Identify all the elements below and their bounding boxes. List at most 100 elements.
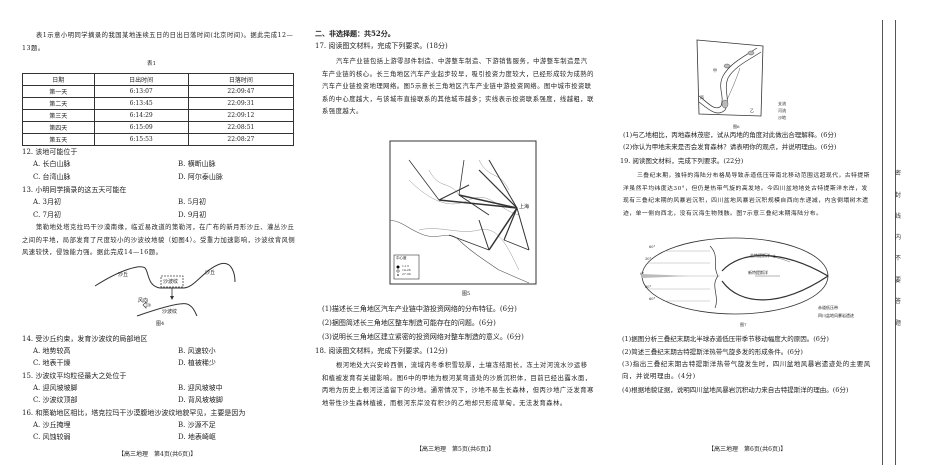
fig7-caption: 图7 [740, 322, 747, 327]
passage-18: 根河地处大兴安岭西侧，流域内冬季积雪较厚，土壤冻结期长，冻土对河流水沙运移和植被… [322, 362, 594, 407]
fig6-legend-item: 河流 [778, 108, 786, 113]
q19-part-1: (1)据图分析三叠纪末期北半球赤道低压带季节移动幅度大的原因。(6分) [622, 335, 829, 343]
table-row: 第五天 6:15:53 22:08:27 [22, 133, 295, 146]
fig4-label-dune-right: 沙丘 [205, 270, 216, 276]
fig6-label-jia: 甲 [713, 68, 717, 73]
fig6-label-bing: 丙 [700, 95, 704, 100]
question-14-stem: 14. 受沙丘约束，发育沙波纹的局部地区 [22, 335, 148, 343]
fig4-label-wind: 风向 [138, 298, 149, 304]
q14-option-a: A. 地势较高 [33, 347, 71, 355]
fig5-legend-item: 14-26 [402, 268, 411, 272]
table-row: 第一天 6:13:07 22:09:47 [22, 85, 295, 98]
q12-option-a: A. 长白山脉 [33, 160, 71, 168]
q19-part-2: (2)简述三叠纪末期古特提斯洋热带气旋多发的形成条件。(6分) [622, 348, 803, 356]
table-cell: 第三天 [22, 109, 95, 122]
table-cell: 第四天 [22, 121, 95, 134]
figure-5-investment-network-map [389, 140, 537, 285]
exam-page-5: 二、非选择题：共52分。 17. 阅读图文材料，完成下列要求。(18分) 汽车产… [312, 0, 617, 470]
passage-19: 三叠纪末期，独特的海陆分布格局导致赤道低压带南北移动范围远超现代，古特提斯洋虽然… [623, 173, 870, 217]
fig6-legend-item: 沙地 [778, 115, 786, 120]
fig5-legend-item: 27-39 [402, 272, 411, 276]
table-row: 第二天 6:13:45 22:09:31 [22, 97, 295, 110]
fig6-legend-item: 支流 [778, 101, 786, 106]
q19-part-4: (4)根据地貌证据，说明四川盆地风暴岩沉积动力来自古特提斯洋的理由。(6分) [622, 386, 849, 394]
q14-option-b: B. 风速较小 [178, 347, 216, 355]
q12-option-b: B. 横断山脉 [178, 160, 216, 168]
table1-intro: 表1示意小明同学摘录的我国某地连续五日的日出日落时间(北京时间)。据此完成12—… [22, 32, 294, 52]
table-cell: 22:08:51 [187, 121, 295, 134]
fig7-label-neo-tethys: 新特提斯洋 [748, 270, 768, 275]
table-cell: 第五天 [22, 133, 95, 146]
fig4-label-ripple-box: 沙波纹 [163, 279, 179, 285]
figure-4-sand-ripple-diagram [94, 262, 236, 317]
question-15-stem: 15. 沙波纹平均粒径最大之处位于 [22, 372, 127, 380]
q15-option-b: B. 迎风坡坡中 [178, 384, 223, 392]
sunrise-sunset-table: 日期 日出时间 日落时间 第一天 6:13:07 22:09:47 第二天 6:… [22, 73, 295, 146]
section-2-heading: 二、非选择题：共52分。 [315, 29, 395, 38]
question-16-stem: 16. 和策勒地区相比，塔克拉玛干沙漠腹地沙波纹地貌罕见，主要是因为 [22, 409, 246, 417]
table-cell: 22:09:47 [187, 85, 295, 98]
fig7-lat-label: 30° [645, 285, 652, 289]
fig7-legend-item: 四川盆地风暴岩遗迹 [818, 313, 854, 318]
question-18-stem: 18. 阅读图文材料，完成下列要求。(12分) [315, 347, 448, 355]
q18-part-2: (2)你认为甲地未来是否会发育森林？请表明你的观点，并说明理由。(6分) [623, 143, 837, 151]
table-cell: 6:15:53 [93, 133, 189, 146]
table-header: 日期 [22, 73, 95, 86]
table-cell: 第二天 [22, 97, 95, 110]
figure-6-river-map [696, 39, 764, 117]
q19-part-3: (3)指出三叠纪末期古特提斯洋热带气旋发生时，四川盆地风暴岩遗迹处的主要风向，并… [622, 360, 871, 380]
q15-option-c: C. 沙波纹顶部 [33, 396, 78, 404]
binding-margin-char: 要 [894, 277, 901, 284]
fig6-label-yi: 乙 [750, 108, 754, 113]
fig7-lat-label: 0° [640, 272, 644, 276]
table-cell: 22:08:27 [187, 133, 295, 146]
question-12-stem: 12. 该地可能位于 [22, 148, 78, 156]
question-19-stem: 19. 阅读图文材料，完成下列要求。(22分) [620, 157, 744, 165]
page-6-footer: 【高三地理 第6页(共6页)】 [708, 446, 787, 453]
q17-part-2: (2)据图简述长三角地区整车制造可能存在的问题。(6分) [322, 319, 496, 327]
question-13-stem: 13. 小明同学摘录的这五天可能在 [22, 186, 127, 194]
fig7-label-paleo-tethys: 古特提斯洋 [750, 253, 770, 258]
page-5-footer: 【高三地理 第5页(共6页)】 [416, 446, 495, 453]
table-row: 第三天 6:14:29 22:09:12 [22, 109, 295, 122]
fig5-city-label-shanghai: 上海 [519, 204, 530, 210]
q16-option-b: B. 沙源不足 [178, 421, 216, 429]
fig7-legend-item: 赤道低压带 [818, 305, 838, 310]
page-4-footer: 【高三地理 第4页(共6页)】 [118, 451, 197, 458]
binding-margin-char: 答 [894, 298, 901, 305]
fig7-lat-label: 60° [649, 297, 656, 301]
q16-option-a: A. 沙丘掩埋 [33, 421, 71, 429]
binding-margin-char: 封 [894, 192, 901, 199]
fig7-lat-label: 30° [645, 257, 652, 261]
binding-margin-char: 线 [894, 213, 901, 220]
table-cell: 22:09:31 [187, 97, 295, 110]
q13-option-d: D. 9月初 [178, 211, 207, 219]
binding-margin-char: 不 [894, 255, 901, 262]
binding-margin-char: 内 [894, 234, 901, 241]
q15-option-a: A. 迎风坡坡脚 [33, 384, 78, 392]
q16-option-d: D. 地表崎岖 [178, 433, 216, 441]
exam-page-6: 甲 丙 乙 支流 河流 沙地 图6 (1)与乙地相比，丙地森林茂密，试从丙地的角… [620, 0, 880, 470]
q13-option-c: C. 7月初 [33, 211, 62, 219]
binding-margin [882, 20, 896, 465]
table-cell: 22:09:12 [187, 109, 295, 122]
question-17-stem: 17. 阅读图文材料，完成下列要求。(18分) [315, 42, 448, 50]
table-header: 日落时间 [187, 73, 295, 86]
fig4-label-ripple: 沙波纹 [162, 309, 178, 315]
table-row: 第四天 6:15:09 22:08:51 [22, 121, 295, 134]
table-header: 日出时间 [93, 73, 189, 86]
q12-option-d: D. 阿尔泰山脉 [178, 173, 223, 181]
fig4-caption: 图4 [156, 321, 165, 327]
binding-margin-char: 密 [894, 170, 901, 177]
q15-option-d: D. 背风坡坡脚 [178, 396, 223, 404]
table-cell: 6:13:07 [93, 85, 189, 98]
fig4-label-dune-left: 沙丘 [118, 272, 129, 278]
q14-option-c: C. 地表干燥 [33, 359, 71, 367]
fig6-caption: 图6 [733, 124, 740, 129]
svg-text:+: + [772, 254, 776, 260]
q12-option-c: C. 台湾山脉 [33, 173, 71, 181]
fig5-legend-item: 1-13 [402, 264, 409, 268]
passage-14-16: 策勒地处塔克拉玛干沙漠南缘，临近易改道的策勒河，在广布的新月形沙丘、灌丛沙丘之间… [22, 224, 296, 256]
fig5-legend-title: 中心度 [396, 256, 407, 260]
table1-caption: 表1 [147, 61, 156, 67]
